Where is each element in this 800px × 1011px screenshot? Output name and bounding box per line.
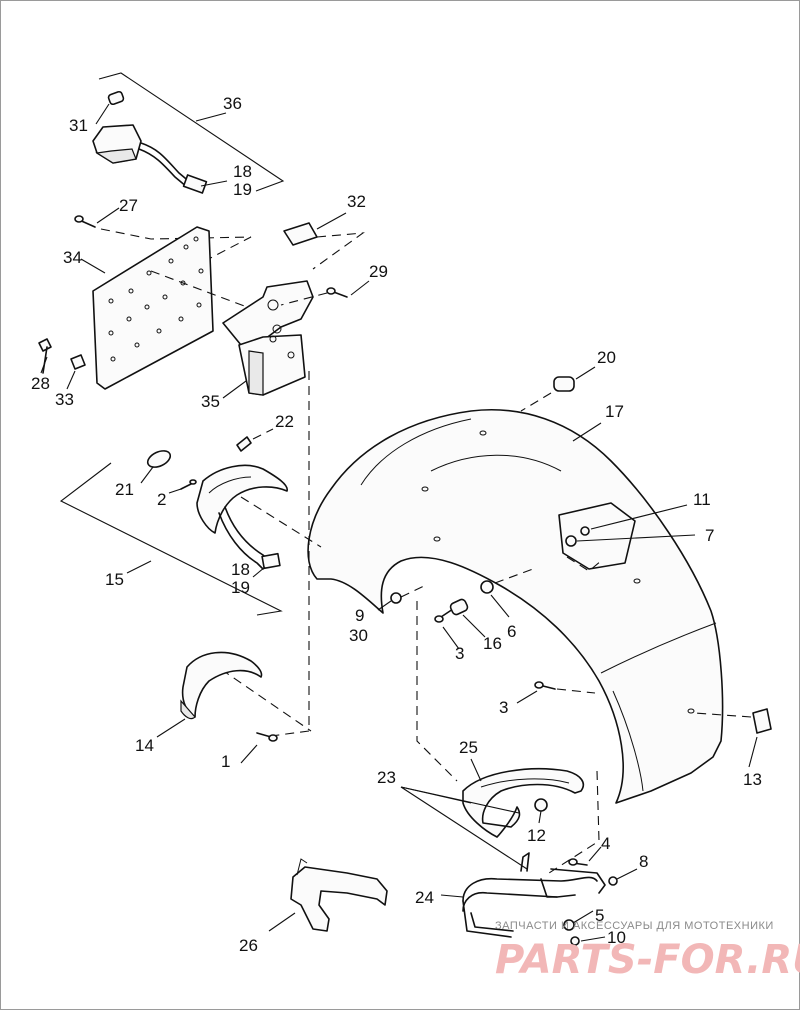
callout-29: 29 — [369, 262, 388, 281]
callout-31: 31 — [69, 116, 88, 135]
callout-11: 11 — [693, 490, 711, 509]
callout-23: 23 — [377, 768, 396, 787]
callout-33: 33 — [55, 390, 74, 409]
callout-30: 30 — [349, 626, 368, 645]
callout-12: 12 — [527, 826, 546, 845]
bumper-pad-part-25 — [462, 758, 585, 838]
callout-16: 16 — [483, 634, 502, 653]
watermark-caption: ЗАПЧАСТИ И АКСЕССУАРЫ ДЛЯ МОТОТЕХНИКИ — [495, 920, 774, 932]
leaders-23 — [400, 786, 528, 870]
group-bracket-36 — [98, 72, 285, 192]
callout-2: 2 — [157, 490, 166, 509]
callout-14: 14 — [135, 736, 154, 755]
callout-27: 27 — [119, 196, 138, 215]
callout-20: 20 — [597, 348, 616, 367]
screw-part-29 — [280, 280, 370, 306]
callout-36: 36 — [223, 94, 242, 113]
lens-part-14 — [156, 651, 263, 738]
watermark-brand: PARTS-FOR.RU — [495, 937, 800, 983]
turn-signal-housing — [196, 464, 322, 578]
callout-25: 25 — [459, 738, 478, 757]
washer-part-5 — [563, 910, 594, 931]
callout-3: 3 — [455, 644, 464, 663]
nut-part-8 — [608, 868, 638, 886]
hardware-cluster — [377, 568, 534, 650]
callout-15: 15 — [105, 570, 124, 589]
callout-7: 7 — [705, 526, 714, 545]
callout-9: 9 — [355, 606, 364, 625]
callout-21: 21 — [115, 480, 134, 499]
callout-18: 18 — [233, 162, 252, 181]
screw-part-3 — [516, 681, 596, 704]
callout-22: 22 — [275, 412, 294, 431]
reflector-part-32 — [283, 212, 365, 270]
callout-1: 1 — [221, 752, 230, 771]
callout-10: 10 — [607, 928, 626, 947]
tail-lamp-housing — [92, 124, 228, 194]
screw-part-27 — [74, 207, 252, 268]
callout-5: 5 — [595, 906, 604, 925]
callout-18b: 18 — [231, 560, 250, 579]
mounting-bracket-part-35 — [222, 280, 314, 399]
callout-35: 35 — [201, 392, 220, 411]
bolt-part-28 — [38, 338, 52, 374]
bulb-part-31 — [95, 90, 125, 125]
nut-part-10 — [570, 936, 606, 946]
callout-13: 13 — [743, 770, 762, 789]
callout-3b: 3 — [499, 698, 508, 717]
callout-26: 26 — [239, 936, 258, 955]
callout-19: 19 — [233, 180, 252, 199]
rear-fender-part-17 — [307, 409, 724, 804]
clip-part-13 — [694, 708, 772, 768]
screw-part-1 — [240, 732, 278, 764]
callout-17: 17 — [605, 402, 624, 421]
callout-34: 34 — [63, 248, 82, 267]
callout-8: 8 — [639, 852, 648, 871]
callout-6: 6 — [507, 622, 516, 641]
rail-part-24 — [440, 852, 606, 938]
callout-28: 28 — [31, 374, 50, 393]
lens-part-21 — [140, 450, 172, 484]
callout-24: 24 — [415, 888, 434, 907]
washer-part-12 — [534, 798, 548, 824]
fender-pad — [558, 502, 696, 572]
bolt-part-4 — [568, 846, 602, 866]
bracket-part-26 — [268, 858, 388, 932]
callout-labels: 36 31 18 19 27 32 34 29 28 33 35 20 17 2… — [31, 94, 762, 955]
callout-19b: 19 — [231, 578, 250, 597]
nut-part-33 — [66, 354, 86, 390]
license-bracket-part-34 — [80, 226, 282, 390]
callout-4: 4 — [601, 834, 610, 853]
watermark: ЗАПЧАСТИ И АКСЕССУАРЫ ДЛЯ МОТОТЕХНИКИ PA… — [495, 920, 800, 983]
callout-32: 32 — [347, 192, 366, 211]
spacer-part-20 — [520, 366, 596, 412]
group-bracket-15 — [59, 462, 283, 616]
screw-part-2 — [168, 479, 197, 494]
bulb-part-22 — [236, 428, 274, 452]
